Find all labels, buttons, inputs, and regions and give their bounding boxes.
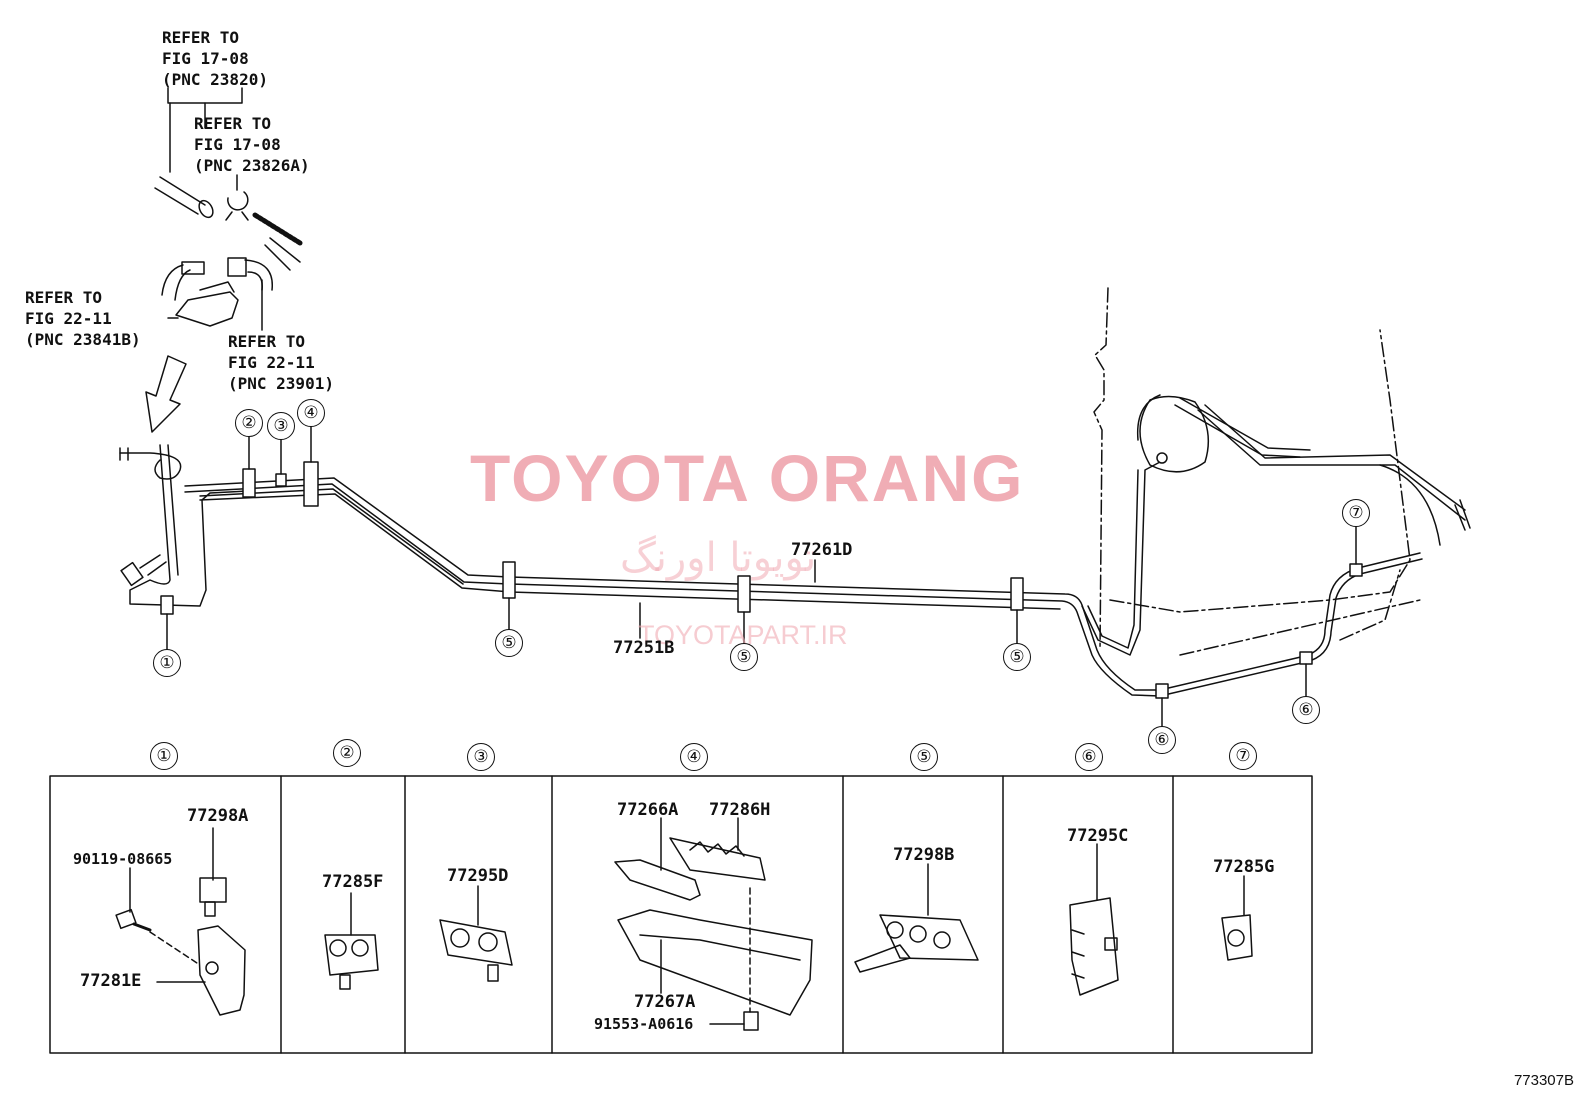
- clamp-6b: [1299, 651, 1313, 665]
- panel-7-clip: [1221, 875, 1253, 961]
- callout-6a: ⑥: [1148, 726, 1176, 754]
- panel-header-4: ④: [680, 743, 708, 771]
- part-77266a: 77266A: [617, 800, 679, 820]
- part-77285f: 77285F: [322, 872, 384, 892]
- reference-23820: REFER TO FIG 17-08 (PNC 23820): [162, 28, 268, 89]
- part-77286h: 77286H: [709, 800, 771, 820]
- part-77285g: 77285G: [1213, 857, 1275, 877]
- clamp-3: [275, 473, 287, 487]
- clamp-2: [242, 468, 256, 498]
- part-77295c: 77295C: [1067, 826, 1129, 846]
- clamp-1: [160, 595, 174, 615]
- callout-7: ⑦: [1342, 499, 1370, 527]
- reference-23826a: REFER TO FIG 17-08 (PNC 23826A): [194, 114, 310, 175]
- install-arrow-icon: [145, 355, 187, 433]
- part-90119-08665: 90119-08665: [73, 850, 173, 868]
- panel-header-1: ①: [150, 742, 178, 770]
- part-91553-a0616: 91553-A0616: [594, 1015, 694, 1033]
- panel-3-clip: [439, 885, 513, 982]
- detail-panels-frame: [49, 775, 1313, 1054]
- callout-4: ④: [297, 399, 325, 427]
- callout-5a: ⑤: [495, 629, 523, 657]
- panel-2-clip: [324, 892, 379, 990]
- clamp-4: [303, 461, 319, 507]
- callout-1: ①: [153, 649, 181, 677]
- clamp-6a: [1155, 683, 1169, 699]
- hose-assembly: [154, 176, 303, 327]
- panel-1-clips: [115, 827, 246, 1016]
- callout-2: ②: [235, 409, 263, 437]
- reference-23841b: REFER TO FIG 22-11 (PNC 23841B): [25, 288, 141, 349]
- watermark-title: TOYOTA ORANG: [470, 441, 1025, 515]
- callout-3: ③: [267, 412, 295, 440]
- panel-5-clip: [854, 863, 979, 973]
- callout-5b: ⑤: [730, 643, 758, 671]
- vehicle-body-outline: [1093, 287, 1421, 656]
- panel-4-clamps: [614, 817, 813, 1031]
- callout-leaders: [166, 425, 1357, 727]
- callout-6b: ⑥: [1292, 696, 1320, 724]
- clamp-7: [1349, 563, 1363, 577]
- clamp-5b: [737, 575, 751, 613]
- tube-part-upper: 77261D: [791, 540, 853, 560]
- panel-header-3: ③: [467, 743, 495, 771]
- panel-6-clip: [1069, 843, 1119, 996]
- main-tubes: [184, 461, 1423, 697]
- left-tube-loop: [119, 444, 249, 607]
- panel-header-5: ⑤: [910, 743, 938, 771]
- panel-header-6: ⑥: [1075, 743, 1103, 771]
- part-77267a: 77267A: [634, 992, 696, 1012]
- callout-5c: ⑤: [1003, 643, 1031, 671]
- panel-header-2: ②: [333, 739, 361, 767]
- clamp-5a: [502, 561, 516, 599]
- part-77295d: 77295D: [447, 866, 509, 886]
- tube-part-lower: 77251B: [613, 638, 675, 658]
- part-77298a: 77298A: [187, 806, 249, 826]
- pump-loop: [1136, 394, 1471, 546]
- reference-23901: REFER TO FIG 22-11 (PNC 23901): [228, 332, 334, 393]
- part-77281e: 77281E: [80, 971, 142, 991]
- part-77298b: 77298B: [893, 845, 955, 865]
- watermark-persian: تویوتا اورنگ: [620, 535, 817, 581]
- panel-header-7: ⑦: [1229, 742, 1257, 770]
- figure-code: 773307B: [1513, 1072, 1574, 1089]
- clamp-5c: [1010, 577, 1024, 611]
